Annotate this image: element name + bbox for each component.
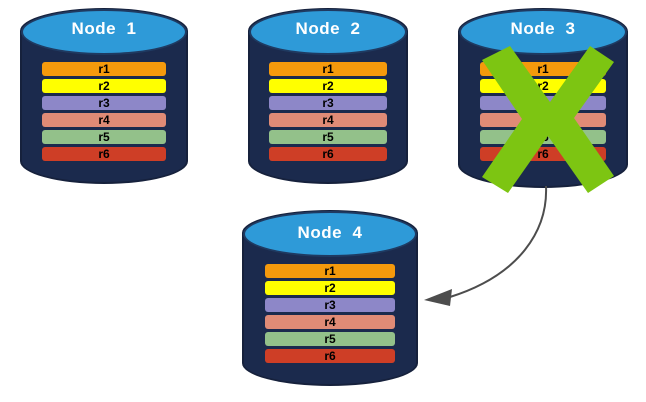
row-bar-r4[interactable]: r4 (268, 113, 388, 127)
row-bar-r4[interactable]: r4 (480, 113, 606, 127)
node-2[interactable]: Node 2 r1 r2 r3 r4 r5 r6 (248, 8, 408, 184)
cylinder-top-ellipse (21, 9, 187, 55)
row-bar-r2[interactable]: r2 (268, 79, 388, 93)
row-bar-r1[interactable]: r1 (264, 264, 396, 278)
row-stack: r1 r2 r3 r4 r5 r6 (268, 62, 388, 161)
row-bar-r3[interactable]: r3 (41, 96, 167, 110)
row-bar-r6[interactable]: r6 (480, 147, 606, 161)
row-bar-r5[interactable]: r5 (41, 130, 167, 144)
row-bar-r3[interactable]: r3 (264, 298, 396, 312)
arrow-curve (449, 185, 548, 298)
arrow-head-icon (424, 289, 452, 306)
row-bar-r6[interactable]: r6 (264, 349, 396, 363)
row-stack: r1 r2 r3 r4 r5 r6 (480, 62, 606, 161)
row-bar-r1[interactable]: r1 (41, 62, 167, 76)
node-title: Node 1 (71, 19, 137, 38)
row-bar-r6[interactable]: r6 (41, 147, 167, 161)
cylinder-top-ellipse (243, 211, 417, 257)
node-4[interactable]: Node 4 r1 r2 r3 r4 r5 r6 (242, 210, 418, 386)
row-bar-r4[interactable]: r4 (264, 315, 396, 329)
row-bar-r5[interactable]: r5 (264, 332, 396, 346)
node-3[interactable]: Node 3 r1 r2 r3 r4 r5 r6 (458, 8, 628, 193)
row-bar-r2[interactable]: r2 (41, 79, 167, 93)
row-bar-r1[interactable]: r1 (480, 62, 606, 76)
row-stack: r1 r2 r3 r4 r5 r6 (264, 264, 396, 363)
node-1[interactable]: Node 1 r1 r2 r3 r4 r5 r6 (20, 8, 188, 184)
row-bar-r5[interactable]: r5 (268, 130, 388, 144)
node-title: Node 3 (510, 19, 576, 38)
row-bar-r1[interactable]: r1 (268, 62, 388, 76)
row-bar-r2[interactable]: r2 (264, 281, 396, 295)
node-title: Node 4 (297, 223, 363, 242)
node-title: Node 2 (295, 19, 361, 38)
row-bar-r4[interactable]: r4 (41, 113, 167, 127)
cylinder-top-ellipse (249, 9, 407, 55)
row-bar-r2[interactable]: r2 (480, 79, 606, 93)
row-stack: r1 r2 r3 r4 r5 r6 (41, 62, 167, 161)
row-bar-r3[interactable]: r3 (480, 96, 606, 110)
row-bar-r5[interactable]: r5 (480, 130, 606, 144)
row-bar-r3[interactable]: r3 (268, 96, 388, 110)
row-bar-r6[interactable]: r6 (268, 147, 388, 161)
